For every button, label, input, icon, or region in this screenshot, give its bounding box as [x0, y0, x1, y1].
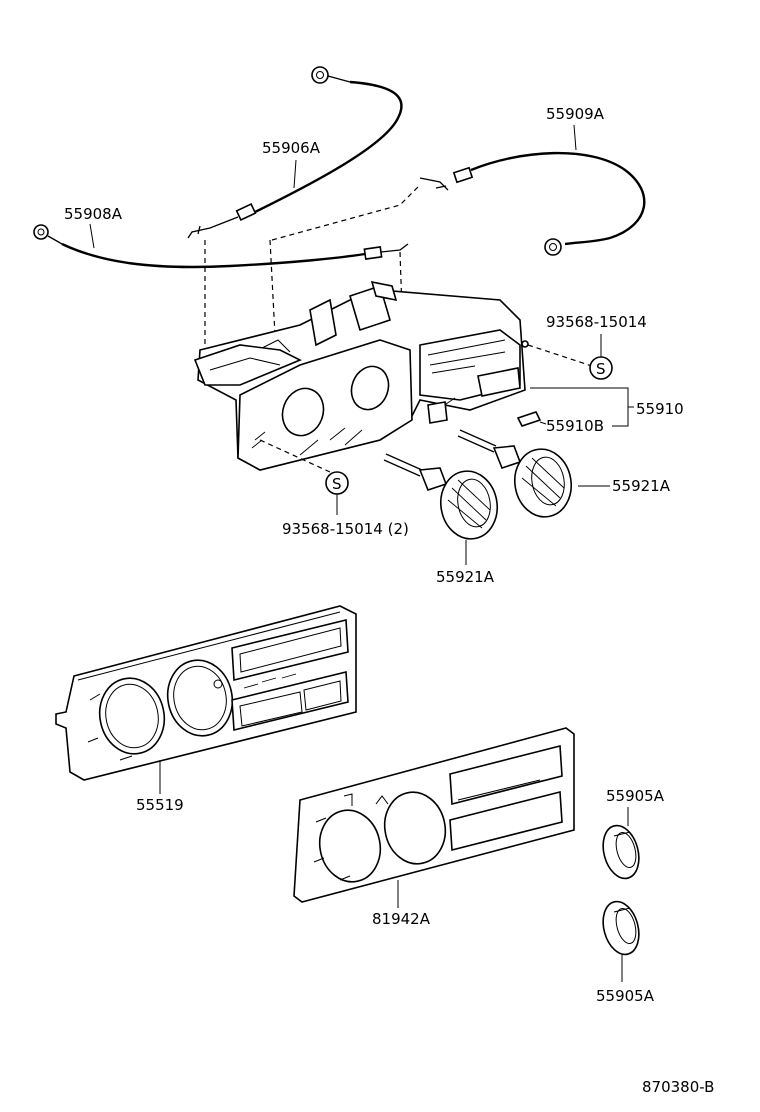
- leader-55906A: [293, 159, 297, 189]
- label-55906A: 55906A: [262, 139, 321, 157]
- label-55908A: 55908A: [64, 205, 123, 223]
- label-knob-left: 55921A: [436, 568, 495, 586]
- label-knob-small-top: 55905A: [606, 787, 665, 805]
- screw-symbol-top-letter: S: [596, 360, 606, 378]
- label-55909A: 55909A: [546, 105, 605, 123]
- label-55519: 55519: [136, 796, 184, 814]
- screw-bottom-dash: [259, 439, 331, 473]
- label-screw-top: 93568-15014: [546, 313, 647, 331]
- leader-55909A: [573, 124, 577, 151]
- label-55910: 55910: [636, 400, 684, 418]
- knob-55905A-top: [602, 824, 640, 880]
- part-55910B: [516, 411, 542, 427]
- leader-55910B: [539, 421, 547, 425]
- knob-55921A-right: [457, 429, 572, 518]
- label-81942A: 81942A: [372, 910, 431, 928]
- screw-symbol-bottom-letter: S: [332, 475, 342, 493]
- panel-55519: [55, 605, 357, 781]
- cable-55906A: [187, 66, 403, 239]
- drawing-number: 870380-B: [642, 1078, 714, 1096]
- label-knob-right: 55921A: [612, 477, 671, 495]
- label-screw-bottom: 93568-15014 (2): [282, 520, 409, 538]
- control-assembly: [193, 280, 526, 471]
- screw-top-hole: [521, 340, 529, 348]
- cable-55909A: [419, 151, 646, 256]
- knob-55921A-left: [383, 453, 498, 540]
- label-55910B: 55910B: [546, 417, 604, 435]
- leader-55908A: [89, 223, 95, 249]
- screw-top-dash: [527, 344, 593, 367]
- label-knob-small-bottom: 55905A: [596, 987, 655, 1005]
- knob-55905A-bottom: [602, 900, 640, 956]
- cable-55908A: [33, 224, 409, 269]
- panel-81942A: [293, 727, 575, 903]
